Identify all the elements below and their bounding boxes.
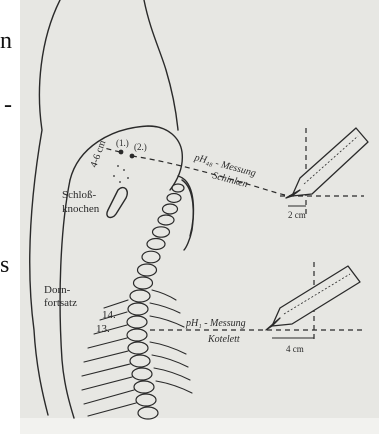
vertebra (147, 239, 165, 250)
vertebra (130, 290, 150, 302)
vertebra (138, 407, 158, 419)
stipple-dot (123, 169, 125, 171)
vertebra (153, 227, 170, 237)
dornfortsatz-label-line2: fortsatz (44, 297, 77, 309)
vertebra (130, 355, 150, 367)
vertebra (134, 277, 153, 289)
vertebra (136, 394, 156, 406)
vertebra (128, 303, 148, 315)
stipple-dot (113, 175, 115, 177)
spine-point-label-2: (2.) (134, 142, 147, 152)
schlossknochen-label-line1: Schloß- (62, 189, 97, 201)
vertebra (128, 342, 148, 354)
dornfortsatz-label-line1: Dorn- (44, 284, 71, 296)
chop-distance-label: 4 cm (286, 344, 304, 354)
schlossknochen-label-line2: knochen (62, 203, 100, 215)
vertebra-14-label: 14. (102, 309, 116, 321)
vertebra (142, 251, 160, 263)
stipple-dot (127, 177, 129, 179)
spine-point-label-1: (1.) (116, 138, 129, 148)
vertebra (158, 215, 174, 225)
vertebra (134, 381, 154, 393)
chop-measurement-label-line1: pH₁ - Messung (185, 318, 246, 329)
vertebra (127, 316, 147, 328)
stipple-dot (119, 181, 121, 183)
vertebra-13-label: 13. (96, 323, 110, 335)
vertebra (132, 368, 152, 380)
vertebra (172, 184, 184, 192)
vertebra (138, 264, 157, 276)
chop-measurement-label-line2: Kotelett (207, 334, 240, 345)
vertebra (167, 194, 181, 203)
diagram-bottom-edge (20, 418, 379, 434)
vertebra (127, 329, 147, 341)
stipple-dot (117, 165, 119, 167)
vertebra (163, 204, 178, 214)
ham-distance-label: 2 cm (288, 210, 306, 220)
